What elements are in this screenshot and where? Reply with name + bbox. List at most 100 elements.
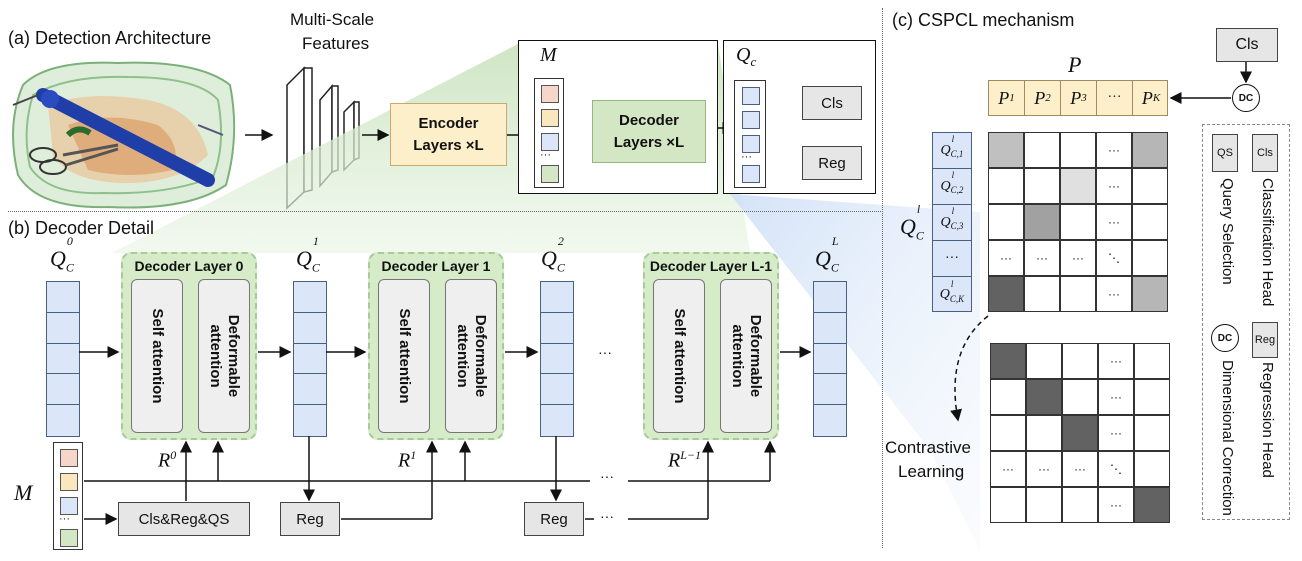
similarity-cell-1-2 — [1060, 168, 1096, 204]
query-row-dots: ··· — [933, 241, 971, 277]
similarity-cell-0-2 — [1060, 132, 1096, 168]
legend-cls-text: Classification Head — [1259, 178, 1276, 307]
memory-symbol-b: M — [14, 480, 33, 505]
panel-a-title: (a) Detection Architecture — [8, 28, 212, 48]
reference-label-1: R1 — [398, 448, 417, 472]
target-cell-3-3: ⋱ — [1098, 451, 1134, 487]
contrastive-label-line1: Contrastive — [885, 438, 971, 457]
cls-head-a: Cls — [802, 86, 862, 120]
reg-head-a: Reg — [802, 146, 862, 180]
similarity-cell-3-0: ··· — [988, 240, 1024, 276]
contrastive-label-line2: Learning — [898, 462, 965, 481]
decoder-layer-1-title: Decoder Layer 1 — [381, 258, 491, 274]
query-token-3 — [742, 135, 760, 153]
target-cell-0-2 — [1062, 343, 1098, 379]
layers-ellipsis: ··· — [598, 344, 612, 360]
panel-b-title: (b) Decoder Detail — [8, 218, 155, 238]
target-cell-1-3: ··· — [1098, 379, 1134, 415]
similarity-cell-1-4 — [1132, 168, 1168, 204]
query-token-4 — [742, 165, 760, 183]
target-cell-2-4 — [1134, 415, 1170, 451]
legend-cls-icon: Cls — [1252, 134, 1278, 172]
query-column-2 — [540, 281, 574, 437]
encoder-label-line1: Encoder — [418, 114, 479, 132]
decoder-layer-0-title: Decoder Layer 0 — [134, 258, 244, 274]
target-cell-4-2 — [1062, 487, 1098, 523]
reference-label-0: R0 — [158, 448, 177, 472]
panel-c-title: (c) CSPCL mechanism — [892, 10, 1075, 30]
layer-1-self-attention: Self attention — [378, 279, 430, 433]
memory-token-4 — [541, 165, 559, 183]
reg-line-ellipsis: ··· — [600, 508, 614, 524]
legend-dc-text: Dimensional Correction — [1219, 360, 1236, 516]
legend-qs-icon: QS — [1212, 134, 1238, 172]
target-cell-2-2 — [1062, 415, 1098, 451]
decoder-label-line1: Decoder — [618, 111, 680, 129]
target-cell-0-4 — [1134, 343, 1170, 379]
features-label-line1: Multi-Scale — [290, 10, 375, 29]
legend-box — [1202, 124, 1290, 520]
target-cell-4-3: ··· — [1098, 487, 1134, 523]
memory-line-ellipsis: ··· — [600, 468, 614, 484]
target-cell-1-0 — [990, 379, 1026, 415]
target-cell-4-0 — [990, 487, 1026, 523]
similarity-cell-1-3: ··· — [1096, 168, 1132, 204]
similarity-cell-4-1 — [1024, 276, 1060, 312]
separator-vertical — [882, 8, 883, 548]
target-cell-1-4 — [1134, 379, 1170, 415]
similarity-cell-0-1 — [1024, 132, 1060, 168]
xray-baggage-image — [8, 55, 240, 213]
similarity-cell-2-0 — [988, 204, 1024, 240]
layer-0-self-attention: Self attention — [131, 279, 183, 433]
target-cell-0-3: ··· — [1098, 343, 1134, 379]
similarity-cell-3-2: ··· — [1060, 240, 1096, 276]
similarity-cell-3-3: ⋱ — [1096, 240, 1132, 276]
cls-reg-qs-head: Cls&Reg&QS — [118, 502, 250, 536]
decoder-layer-0: Decoder Layer 0 Self attention Deformabl… — [121, 252, 257, 440]
similarity-matrix: ··················⋱··· — [988, 132, 1168, 312]
separator-horizontal — [8, 211, 883, 212]
prototype-cell-dots: ··· — [1097, 81, 1133, 115]
prototype-symbol: P — [1068, 52, 1082, 77]
memory-b-dots: ··· — [59, 513, 70, 525]
decoder-label-line2: Layers ×L — [613, 133, 685, 151]
query-symbol-a: Qc — [736, 44, 757, 69]
target-cell-1-2 — [1062, 379, 1098, 415]
similarity-cell-0-3: ··· — [1096, 132, 1132, 168]
similarity-cell-2-2 — [1060, 204, 1096, 240]
memory-b-token-3 — [60, 497, 78, 515]
target-cell-2-1 — [1026, 415, 1062, 451]
target-cell-1-1 — [1026, 379, 1062, 415]
legend-dc-icon: DC — [1211, 324, 1239, 352]
target-cell-3-0: ··· — [990, 451, 1026, 487]
similarity-cell-3-1: ··· — [1024, 240, 1060, 276]
target-cell-4-1 — [1026, 487, 1062, 523]
target-cell-2-0 — [990, 415, 1026, 451]
memory-b-token-2 — [60, 473, 78, 491]
legend-reg-text: Regression Head — [1259, 362, 1276, 478]
target-cell-3-1: ··· — [1026, 451, 1062, 487]
query-token-column-a: ··· — [734, 80, 766, 188]
similarity-cell-4-0 — [988, 276, 1024, 312]
memory-dots: ··· — [540, 149, 551, 161]
memory-token-column-b: ··· — [53, 442, 83, 550]
reg-head-b-2: Reg — [524, 502, 584, 536]
query-token-1 — [742, 87, 760, 105]
